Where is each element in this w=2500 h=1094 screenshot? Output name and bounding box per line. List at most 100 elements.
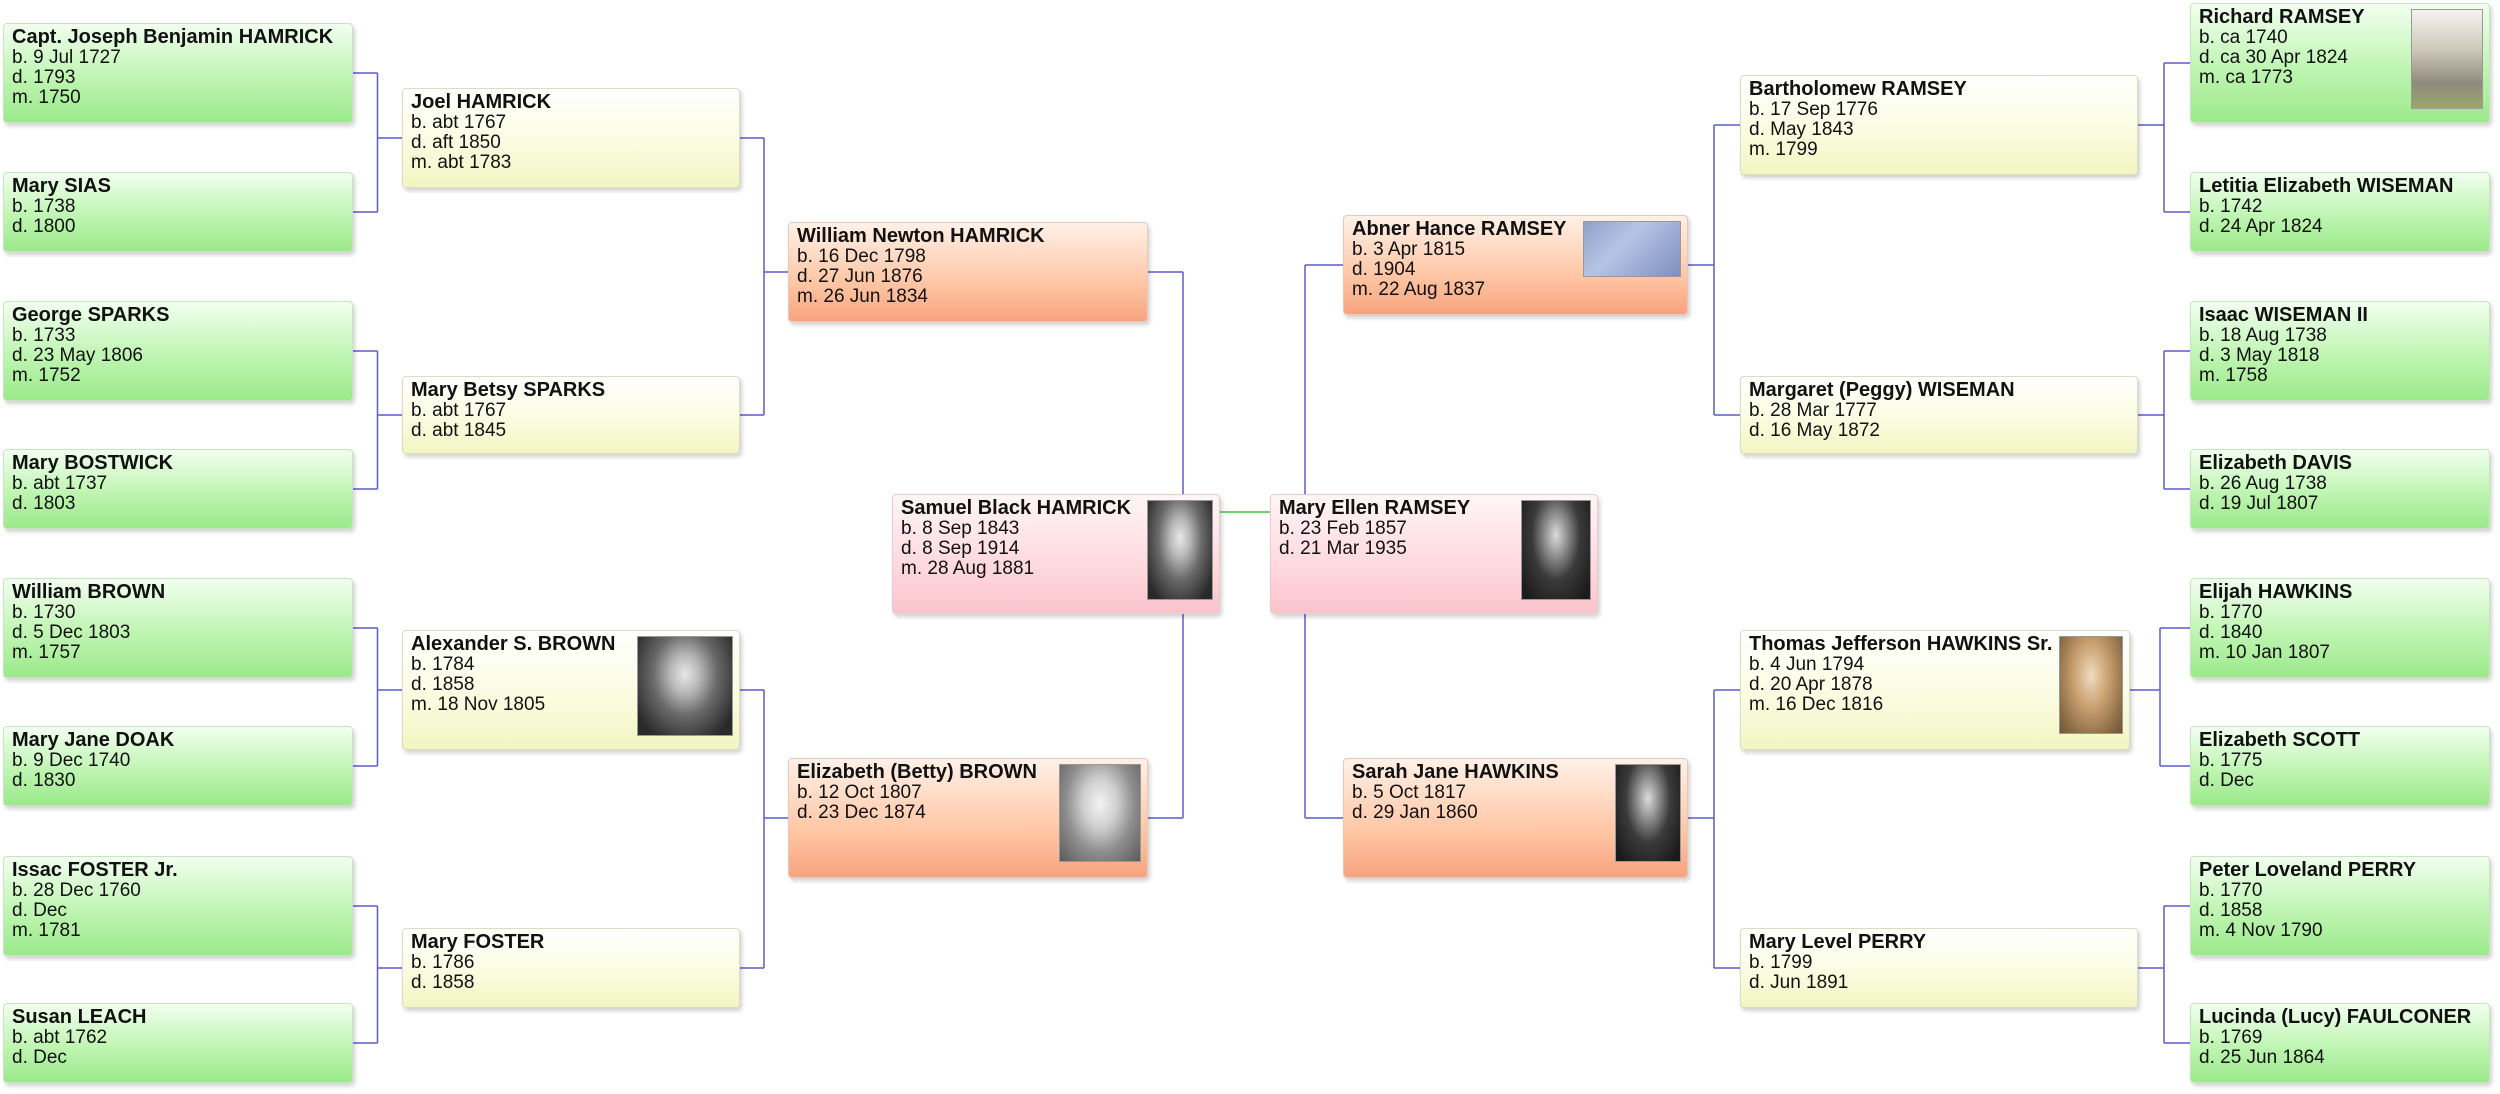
person-birth-date: b. 1784: [411, 654, 475, 675]
person-name: Bartholomew RAMSEY: [1749, 78, 1967, 100]
portrait-bearded-man-image[interactable]: [1147, 500, 1213, 600]
person-birth-date: b. 1738: [12, 196, 76, 217]
person-name: Thomas Jefferson HAWKINS Sr.: [1749, 633, 2053, 655]
person-name: Margaret (Peggy) WISEMAN: [1749, 379, 2015, 401]
person-birth-date: b. abt 1767: [411, 400, 507, 421]
person-death-date: d. Jun 1891: [1749, 972, 1849, 993]
person-name: Peter Loveland PERRY: [2199, 859, 2417, 881]
person-name: Mary Jane DOAK: [12, 729, 175, 751]
person-marriage-date: m. 22 Aug 1837: [1352, 279, 1486, 300]
person-marriage-date: m. 1752: [12, 365, 81, 386]
person-birth-date: b. 8 Sep 1843: [901, 518, 1020, 539]
person-birth-date: b. 9 Dec 1740: [12, 750, 131, 771]
person-birth-date: b. 1742: [2199, 196, 2263, 217]
person-birth-date: b. 28 Dec 1760: [12, 880, 141, 901]
person-marriage-date: m. ca 1773: [2199, 67, 2293, 88]
person-death-date: d. 3 May 1818: [2199, 345, 2320, 366]
person-birth-date: b. 4 Jun 1794: [1749, 654, 1865, 675]
person-birth-date: b. 3 Apr 1815: [1352, 239, 1466, 260]
person-birth-date: b. 1775: [2199, 750, 2263, 771]
gravestone-image[interactable]: [2411, 9, 2483, 109]
person-birth-date: b. 18 Aug 1738: [2199, 325, 2327, 346]
person-death-date: d. 19 Jul 1807: [2199, 493, 2319, 514]
person-name: Abner Hance RAMSEY: [1352, 218, 1567, 240]
person-death-date: d. 1858: [411, 972, 475, 993]
person-birth-date: b. 1769: [2199, 1027, 2263, 1048]
person-death-date: d. 29 Jan 1860: [1352, 802, 1478, 823]
person-birth-date: b. 1770: [2199, 880, 2263, 901]
person-death-date: d. 1793: [12, 67, 76, 88]
person-name: Issac FOSTER Jr.: [12, 859, 178, 881]
person-birth-date: b. abt 1737: [12, 473, 108, 494]
portrait-woman-image[interactable]: [1521, 500, 1591, 600]
person-marriage-date: m. 4 Nov 1790: [2199, 920, 2323, 941]
person-name: Richard RAMSEY: [2199, 6, 2365, 28]
portrait-man-image[interactable]: [637, 636, 733, 736]
person-name: Joel HAMRICK: [411, 91, 552, 113]
person-name: Mary Betsy SPARKS: [411, 379, 606, 401]
person-name: Susan LEACH: [12, 1006, 147, 1028]
person-death-date: d. 8 Sep 1914: [901, 538, 1020, 559]
person-name: Lucinda (Lucy) FAULCONER: [2199, 1006, 2472, 1028]
person-marriage-date: m. abt 1783: [411, 152, 512, 173]
person-name: Elizabeth DAVIS: [2199, 452, 2352, 474]
person-death-date: d. Dec: [12, 900, 67, 921]
portrait-elderly-woman-image[interactable]: [1059, 764, 1141, 862]
person-death-date: d. ca 30 Apr 1824: [2199, 47, 2348, 68]
person-name: Elizabeth (Betty) BROWN: [797, 761, 1037, 783]
person-death-date: d. 21 Mar 1935: [1279, 538, 1407, 559]
person-birth-date: b. 1799: [1749, 952, 1813, 973]
person-death-date: d. 24 Apr 1824: [2199, 216, 2323, 237]
person-name: Elizabeth SCOTT: [2199, 729, 2361, 751]
person-card-thomas-jefferson-hawkins-sr[interactable]: Thomas Jefferson HAWKINS Sr.b. 4 Jun 179…: [1740, 630, 2130, 750]
person-death-date: d. aft 1850: [411, 132, 501, 153]
person-marriage-date: m. 16 Dec 1816: [1749, 694, 1884, 715]
person-marriage-date: m. 1757: [12, 642, 81, 663]
person-birth-date: b. 26 Aug 1738: [2199, 473, 2327, 494]
person-birth-date: b. 1733: [12, 325, 76, 346]
person-birth-date: b. 9 Jul 1727: [12, 47, 121, 68]
portrait-woman-image[interactable]: [1615, 764, 1681, 862]
portrait-sepia-image[interactable]: [2059, 636, 2123, 734]
person-death-date: d. Dec: [2199, 770, 2254, 791]
person-marriage-date: m. 26 Jun 1834: [797, 286, 928, 307]
person-death-date: d. 1904: [1352, 259, 1416, 280]
person-death-date: d. 1840: [2199, 622, 2263, 643]
person-name: Samuel Black HAMRICK: [901, 497, 1132, 519]
person-marriage-date: m. 1781: [12, 920, 81, 941]
grave-plaque-image[interactable]: [1583, 221, 1681, 277]
person-birth-date: b. 16 Dec 1798: [797, 246, 926, 267]
person-death-date: d. abt 1845: [411, 420, 507, 441]
person-name: Mary BOSTWICK: [12, 452, 174, 474]
